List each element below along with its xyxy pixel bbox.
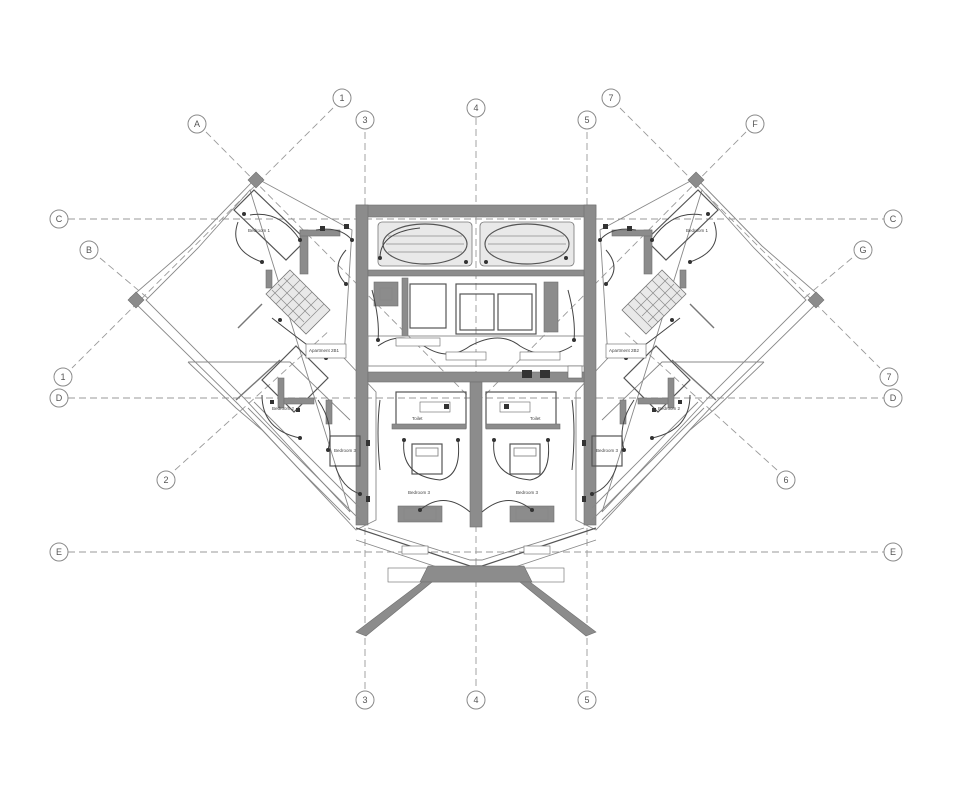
grid-label-1-bottom: 1 [60,372,65,382]
apt-tag-right: Apartment 2B2 [609,348,640,353]
grid-bubbles: 1 A 3 4 5 7 F C C B G 1 7 D D 2 6 [49,88,903,710]
grid-bubble-d-right [883,388,903,408]
room-label-bedroom-sl: Bedroom 3 [334,448,357,453]
grid-bubble-1-bottom [53,367,73,387]
grid-bubble-5-bottom [577,690,597,710]
right-wing: Bedroom 1 Bedroom 2 Bedroom 3 Apartment … [590,171,825,521]
grid-bubble-e-right [883,542,903,562]
grid-bubble-d-left [49,388,69,408]
grid-bubble-c-right [883,209,903,229]
grid-label-g: G [859,245,866,255]
room-label-bedroom-tl: Bedroom 1 [248,228,271,233]
grid-label-b: B [86,245,92,255]
grid-label-3-top: 3 [362,115,367,125]
room-label-bedroom-tr: Bedroom 1 [686,228,709,233]
grid-bubble-1-top [332,88,352,108]
room-label-toilet-r: Toilet [530,416,541,421]
room-label-bedroom-cl: Bedroom 3 [408,490,431,495]
grid-bubble-b [79,240,99,260]
grid-label-d-left: D [56,393,63,403]
grid-label-4-bottom: 4 [473,695,478,705]
grid-bubble-3-bottom [355,690,375,710]
grid-label-2: 2 [163,475,168,485]
grid-bubble-a [187,114,207,134]
grid-label-7-bottom: 7 [886,372,891,382]
grid-label-f: F [752,119,758,129]
grid-label-a: A [194,119,200,129]
grid-label-c-left: C [56,214,63,224]
grid-bubble-7-bottom [879,367,899,387]
grid-label-e-left: E [56,547,62,557]
grid-bubble-f [745,114,765,134]
room-label-bedroom-ml: Bedroom 2 [272,406,295,411]
grid-bubble-7-top [601,88,621,108]
grid-label-5-bottom: 5 [584,695,589,705]
grid-label-5-top: 5 [584,115,589,125]
grid-bubble-3-top [355,110,375,130]
grid-bubble-e-left [49,542,69,562]
building-outline [129,177,823,637]
grid-label-4-top: 4 [473,103,478,113]
grid-bubble-5-top [577,110,597,130]
grid-label-c-right: C [890,214,897,224]
room-label-bedroom-mr: Bedroom 2 [658,406,681,411]
room-label-toilet-l: Toilet [412,416,423,421]
grid-label-d-right: D [890,393,897,403]
grid-label-3-bottom: 3 [362,695,367,705]
apt-tag-left: Apartment 2B1 [309,348,340,353]
left-wing: Bedroom 1 Bedroom 2 Bedroom 3 Apartment … [127,171,362,521]
room-label-bedroom-cr: Bedroom 3 [516,490,539,495]
grid-label-6: 6 [783,475,788,485]
grid-bubble-6 [776,470,796,490]
grid-bubble-4-top [466,98,486,118]
grid-bubble-4-bottom [466,690,486,710]
grid-bubble-g [853,240,873,260]
grid-label-1-top: 1 [339,93,344,103]
grid-bubble-c-left [49,209,69,229]
grid-label-e-right: E [890,547,896,557]
center-core: Toilet Toilet Bedroom 3 Bedroom 3 [366,221,586,555]
grid-bubble-2 [156,470,176,490]
grid-label-7-top: 7 [608,93,613,103]
room-label-bedroom-sr: Bedroom 3 [596,448,619,453]
